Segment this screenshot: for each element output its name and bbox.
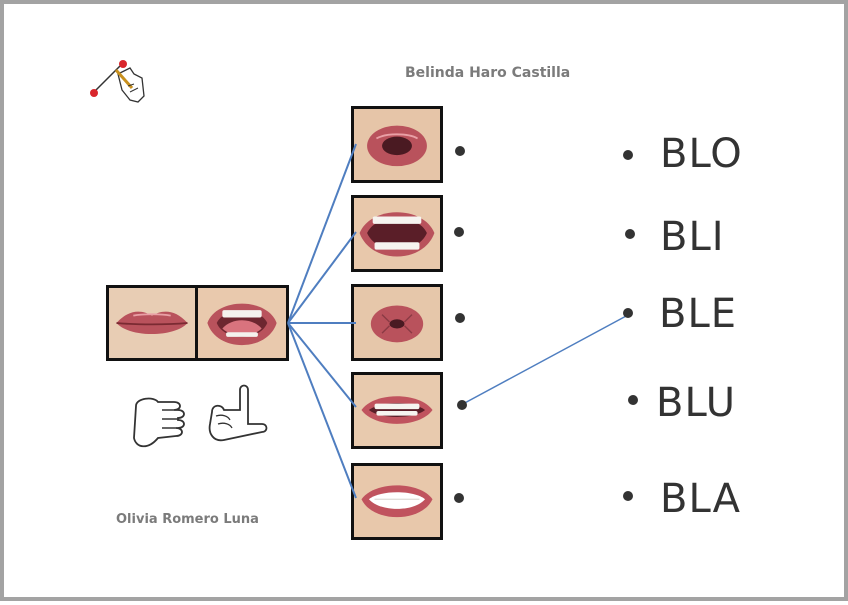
mouth-vowel-a <box>351 463 443 540</box>
connector-to-mouth-a <box>287 322 357 499</box>
pencil-hand-icon[interactable] <box>84 56 146 108</box>
author-credit-bottom: Olivia Romero Luna <box>116 512 259 527</box>
syllable-2: BLI <box>660 214 725 260</box>
match-dot-mouth-e[interactable] <box>457 400 467 410</box>
mouth-b-closed <box>106 285 198 361</box>
match-dot-syllable-1[interactable] <box>623 150 633 160</box>
mouth-vowel-e <box>351 372 443 449</box>
mouth-vowel-u <box>351 284 443 361</box>
syllable-4: BLU <box>656 380 737 426</box>
hand-sign-b-icon <box>133 397 185 448</box>
mouth-vowel-i <box>351 195 443 272</box>
match-dot-mouth-i[interactable] <box>454 227 464 237</box>
connector-to-mouth-o <box>287 143 357 324</box>
mouth-vowel-o <box>351 106 443 183</box>
match-dot-syllable-2[interactable] <box>625 229 635 239</box>
match-dot-syllable-3[interactable] <box>623 308 633 318</box>
match-dot-mouth-o[interactable] <box>455 146 465 156</box>
match-dot-mouth-a[interactable] <box>454 493 464 503</box>
match-dot-mouth-u[interactable] <box>455 313 465 323</box>
syllable-5: BLA <box>660 476 742 522</box>
match-dot-syllable-5[interactable] <box>623 491 633 501</box>
answer-match-line <box>460 314 629 406</box>
author-credit-top: Belinda Haro Castilla <box>405 65 571 81</box>
connector-to-mouth-e <box>287 322 357 408</box>
connector-to-mouth-i <box>287 231 357 324</box>
match-dot-syllable-4[interactable] <box>628 395 638 405</box>
hand-sign-l-icon <box>208 384 268 442</box>
syllable-1: BLO <box>660 131 743 177</box>
syllable-3: BLE <box>659 291 737 337</box>
mouth-l-tongue <box>195 285 289 361</box>
